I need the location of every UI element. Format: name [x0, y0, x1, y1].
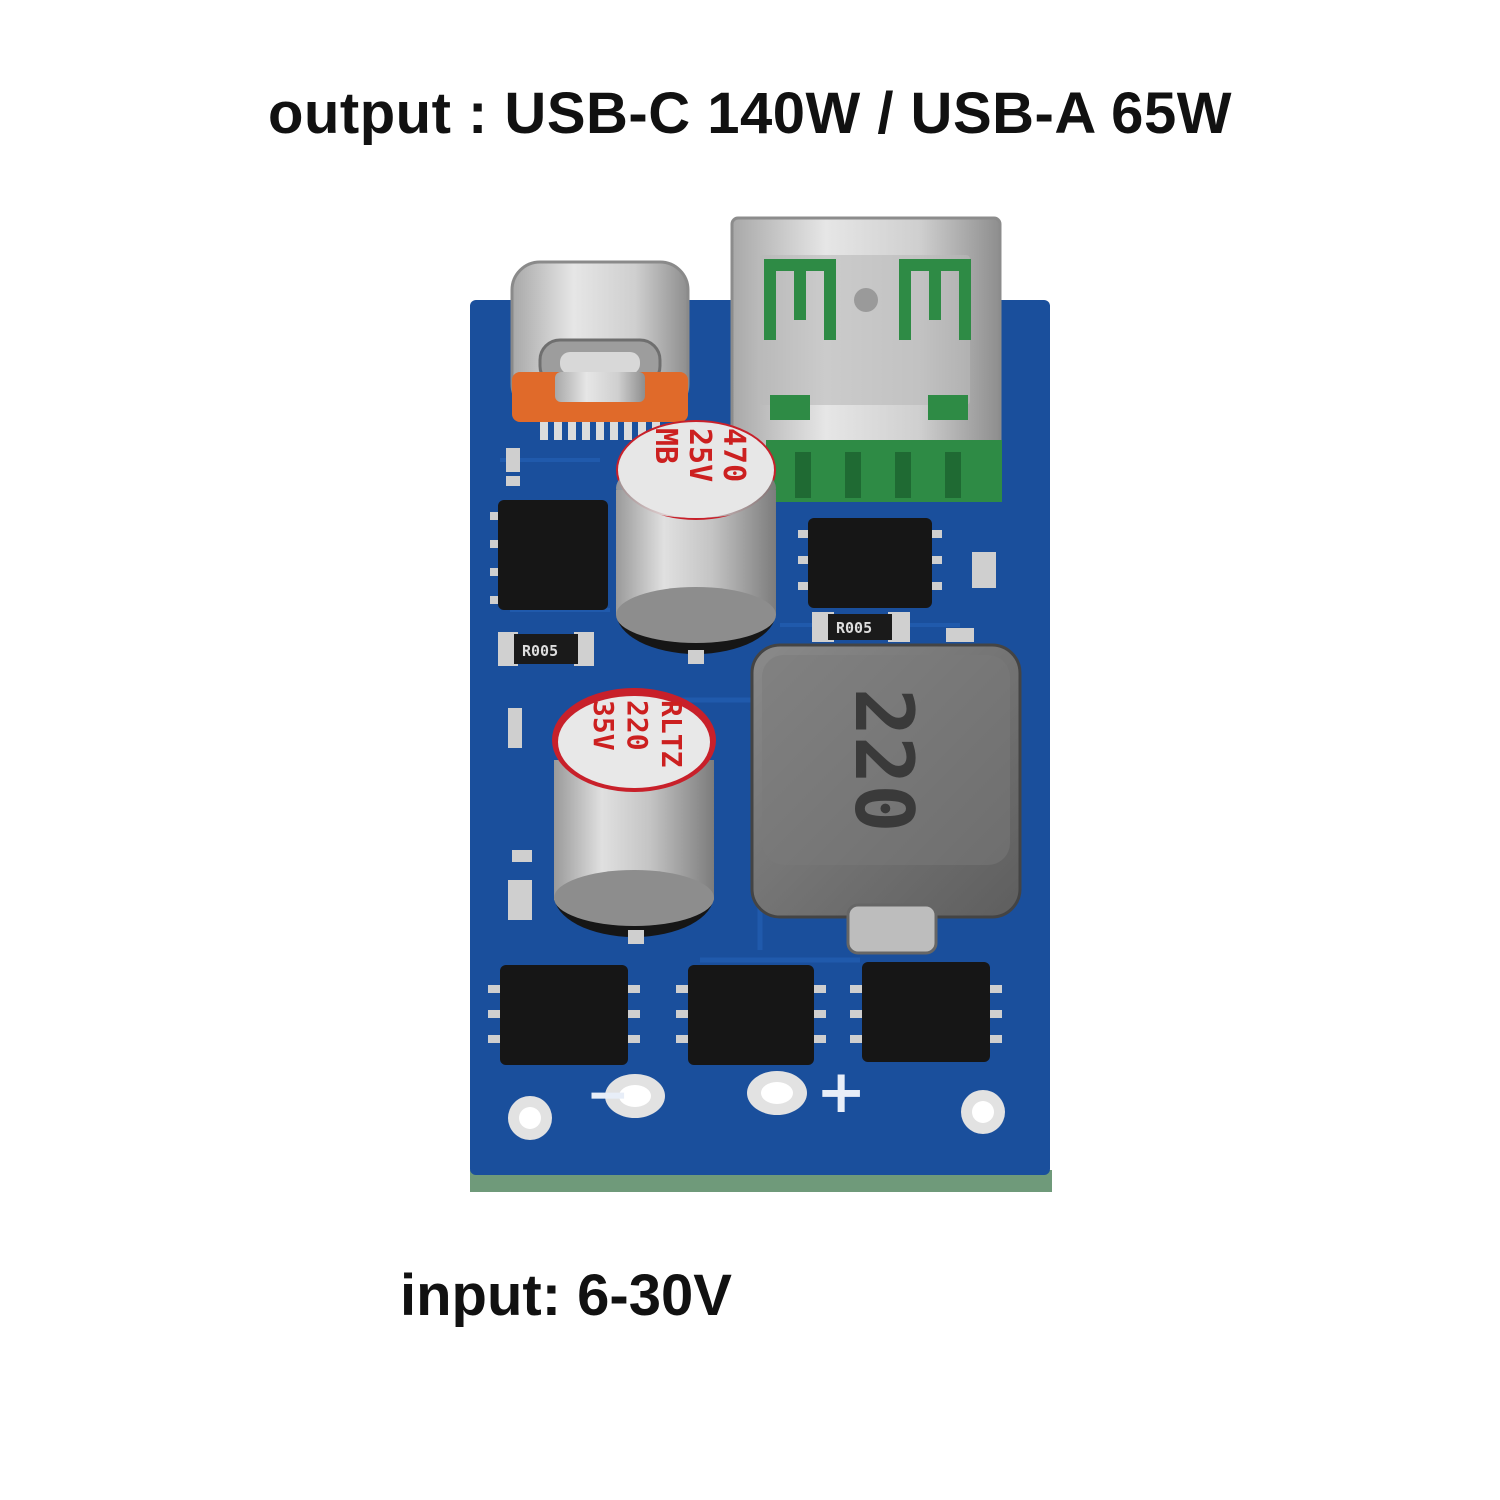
- chip-right-top: [798, 518, 942, 608]
- inductor-220: 220: [750, 643, 1022, 955]
- cap-bottom-line-2: 220: [621, 700, 654, 751]
- cap-bottom-line-3: 35V: [587, 700, 620, 751]
- input-pads: [605, 1071, 807, 1118]
- input-caption: input: 6-30V: [400, 1263, 732, 1328]
- resistor-left-label: R005: [522, 642, 558, 660]
- usb-a-contact-left: [764, 259, 836, 340]
- usb-c-port: [510, 260, 690, 440]
- smd-parts: [506, 448, 996, 944]
- capacitor-470uf: 470 25V MB: [616, 420, 776, 654]
- cap-top-line-1: 470: [716, 428, 751, 482]
- usb-a-contact-right: [899, 259, 971, 340]
- polarity-minus: −: [586, 1065, 630, 1125]
- cap-bottom-line-1: RLTZ: [655, 700, 688, 767]
- chip-bottom-2: [676, 965, 826, 1065]
- resistor-left: R005: [498, 632, 594, 666]
- chip-bottom-3: [850, 962, 1002, 1062]
- resistor-right-label: R005: [836, 619, 872, 637]
- chip-bottom-1: [488, 965, 640, 1065]
- chip-left-top: [490, 500, 608, 610]
- output-caption: output : USB-C 140W / USB-A 65W: [268, 81, 1232, 146]
- polarity-plus: +: [816, 1057, 866, 1127]
- cap-top-line-2: 25V: [682, 428, 717, 482]
- mounting-holes: [508, 1090, 1005, 1140]
- resistor-right: R005: [812, 612, 910, 642]
- mosfet-chips: [488, 500, 1002, 1065]
- capacitor-220uf: RLTZ 220 35V: [552, 688, 716, 937]
- cap-top-line-3: MB: [648, 428, 683, 464]
- usb-a-port: [730, 216, 1002, 502]
- inductor-label: 220: [837, 688, 930, 833]
